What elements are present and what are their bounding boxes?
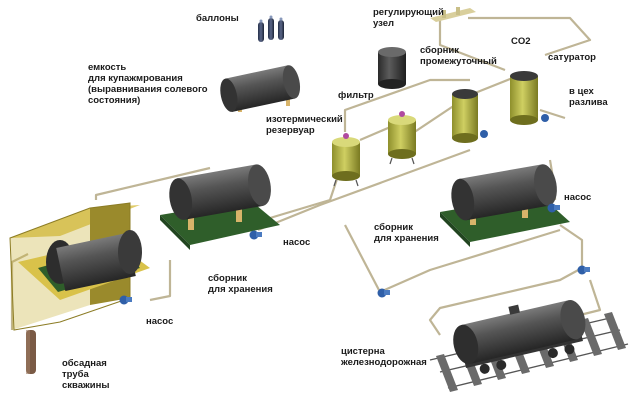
label-storage-collector-right: сборник для хранения — [374, 222, 439, 244]
pump-saturator — [480, 114, 549, 138]
gas-cylinders — [258, 15, 284, 42]
label-regulator: регулирующий узел — [373, 7, 444, 29]
filter-tank — [388, 111, 416, 165]
label-pump-left: насос — [146, 316, 174, 327]
label-pump-middle: насос — [283, 237, 311, 248]
pump-right — [547, 203, 560, 213]
pipe-middle-to-pump — [344, 224, 381, 293]
pipe-shed-to-blending — [94, 166, 211, 200]
label-pump-right: насос — [564, 192, 592, 203]
label-casing-pipe: обсадная труба скважины — [62, 358, 110, 391]
saturator-column-right — [510, 71, 538, 125]
label-rail-tank: цистерна железнодорожная — [341, 346, 427, 368]
pipe-casing-to-shed — [10, 253, 29, 330]
left-storage-tank — [38, 230, 142, 292]
isothermal-tank — [332, 133, 360, 187]
pump-lower-middle — [377, 288, 390, 298]
label-cylinders: баллоны — [196, 13, 239, 24]
right-storage-tank — [440, 164, 570, 247]
middle-storage-tank — [160, 164, 280, 250]
saturator-column-left — [452, 89, 478, 143]
pipe-co2-line — [468, 16, 592, 57]
pipe-pump-right — [379, 228, 561, 294]
label-intermediate-collector: сборник промежуточный — [420, 45, 497, 67]
label-blending-tank: емкость для купажмрования (выравнивания … — [88, 62, 208, 106]
pump-lower-right — [577, 265, 590, 275]
pump-middle — [249, 230, 262, 240]
regulator-unit — [430, 7, 476, 22]
pump-left — [119, 295, 132, 305]
pipe-right-down — [559, 224, 584, 268]
pipe-main-header — [257, 148, 471, 232]
label-storage-collector-left: сборник для хранения — [208, 273, 273, 295]
rail-tank — [429, 300, 629, 392]
pipe-to-rail — [428, 267, 583, 336]
label-saturator: сатуратор — [548, 52, 596, 63]
label-filter: фильтр — [338, 90, 374, 101]
blending-tank — [220, 65, 301, 112]
pipe-filter-up — [343, 78, 470, 132]
pipe-left-to-storage — [149, 260, 172, 302]
label-to-bottling: в цех разлива — [569, 86, 608, 108]
pipe-regulator — [438, 20, 506, 72]
label-isothermal-tank: изотермический резервуар — [266, 114, 343, 136]
pipe-saturator-out — [539, 108, 566, 120]
intermediate-collector — [378, 47, 406, 89]
label-co2: CO2 — [511, 36, 531, 47]
casing-pipe — [26, 330, 36, 374]
